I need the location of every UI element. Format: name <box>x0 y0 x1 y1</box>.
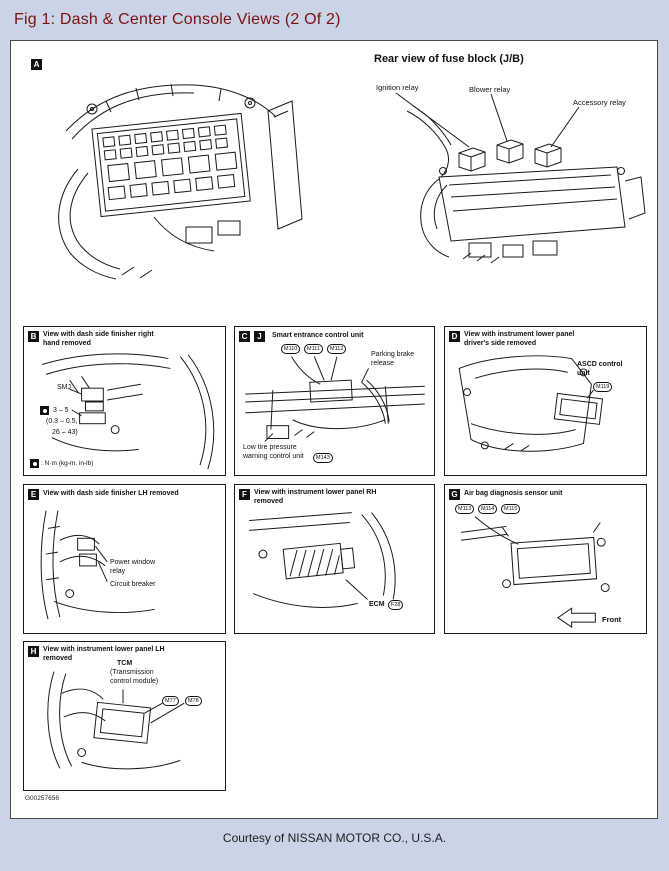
panel-g-marker: G <box>449 489 460 500</box>
dash-fuse-block-drawing <box>58 83 303 280</box>
bolt-icon <box>40 406 49 415</box>
figure-title: Fig 1: Dash & Center Console Views (2 Of… <box>14 11 341 28</box>
ascd-label: ASCD control unit <box>577 361 623 377</box>
panel-h-drawing <box>47 671 185 770</box>
connector-m115: M115 <box>501 504 521 514</box>
connector-m112: M112 <box>327 344 347 354</box>
panel-f-drawing <box>249 512 396 608</box>
panel-d-marker: D <box>449 331 460 342</box>
power-window-relay-label: Power window relay <box>110 559 156 575</box>
figure-content: A Rear view of fuse block (J/B) Ignition… <box>10 40 658 819</box>
tcm-sub-label: (Transmission control module) <box>110 669 159 685</box>
connector-m77: M77 <box>162 696 179 706</box>
panel-c-drawing <box>245 356 425 442</box>
connector-m114: M114 <box>478 504 498 514</box>
torque-inlb: 26 – 43) <box>52 429 78 436</box>
bolt-legend-icon <box>30 459 39 468</box>
panel-h-marker: H <box>28 646 39 657</box>
view-a-marker: A <box>31 59 42 70</box>
connector-m119: M119 <box>593 382 613 392</box>
panel-c-title: Smart entrance control unit <box>272 332 364 339</box>
panel-b-marker: B <box>28 331 39 342</box>
panel-e: E View with dash side finisher LH remove… <box>23 484 226 634</box>
connector-m143: M143 <box>313 453 333 463</box>
panel-h: H View with instrument lower panel LH re… <box>23 641 226 791</box>
accessory-relay-label: Accessory relay <box>573 98 626 107</box>
connector-m113: M113 <box>455 504 475 514</box>
panel-d-drawing <box>458 355 604 452</box>
panel-c: C J Smart entrance control unit M110 M11… <box>234 326 435 476</box>
panel-b-drawing <box>41 353 215 470</box>
panel-f: F View with instrument lower panel RH re… <box>234 484 435 634</box>
panel-c-marker: C <box>239 331 250 342</box>
low-tire-label-1: Low tire pressure <box>243 444 297 451</box>
panel-b: B View with dash side finisher right han… <box>23 326 226 476</box>
panel-g-title: Air bag diagnosis sensor unit <box>464 490 563 497</box>
panel-g: G Air bag diagnosis sensor unit M113 M11… <box>444 484 647 634</box>
connector-f28: F28 <box>388 600 404 610</box>
connector-m110: M110 <box>281 344 301 354</box>
torque-value: 3 – 5 <box>53 407 69 414</box>
panel-e-title: View with dash side finisher LH removed <box>43 490 179 497</box>
ecm-label: ECM <box>369 601 385 608</box>
panel-f-marker: F <box>239 489 250 500</box>
panel-d: D View with instrument lower panel drive… <box>444 326 647 476</box>
panel-c-marker-j: J <box>254 331 265 342</box>
front-label: Front <box>602 615 622 624</box>
connector-m111: M111 <box>304 344 323 354</box>
low-tire-label-2: warning control unit <box>243 453 304 460</box>
connector-m78: M78 <box>185 696 202 706</box>
panel-g-drawing <box>461 516 610 629</box>
parking-brake-label: Parking brake release <box>371 351 415 367</box>
circuit-breaker-label: Circuit breaker <box>110 581 156 588</box>
panel-h-title: View with instrument lower panel LH remo… <box>43 646 165 662</box>
torque-unit-legend: : N·m (kg-m, in-lb) <box>41 460 94 467</box>
panel-b-title: View with dash side finisher right hand … <box>43 331 154 347</box>
smj-label: SMJ <box>57 384 71 391</box>
ignition-relay-label: Ignition relay <box>376 83 419 92</box>
panel-d-title: View with instrument lower panel driver'… <box>464 331 575 347</box>
torque-kgm: (0.3 – 0.5, <box>46 418 78 425</box>
fuse-block-rear-drawing <box>395 92 646 264</box>
panel-e-marker: E <box>28 489 39 500</box>
fuse-block-rear-title: Rear view of fuse block (J/B) <box>374 53 524 65</box>
panel-f-title: View with instrument lower panel RH remo… <box>254 489 377 505</box>
blower-relay-label: Blower relay <box>469 85 511 94</box>
courtesy-line: Courtesy of NISSAN MOTOR CO., U.S.A. <box>222 831 447 845</box>
tcm-label: TCM <box>117 660 133 667</box>
panel-e-drawing <box>40 510 155 620</box>
figure-code: G00257656 <box>25 795 59 802</box>
